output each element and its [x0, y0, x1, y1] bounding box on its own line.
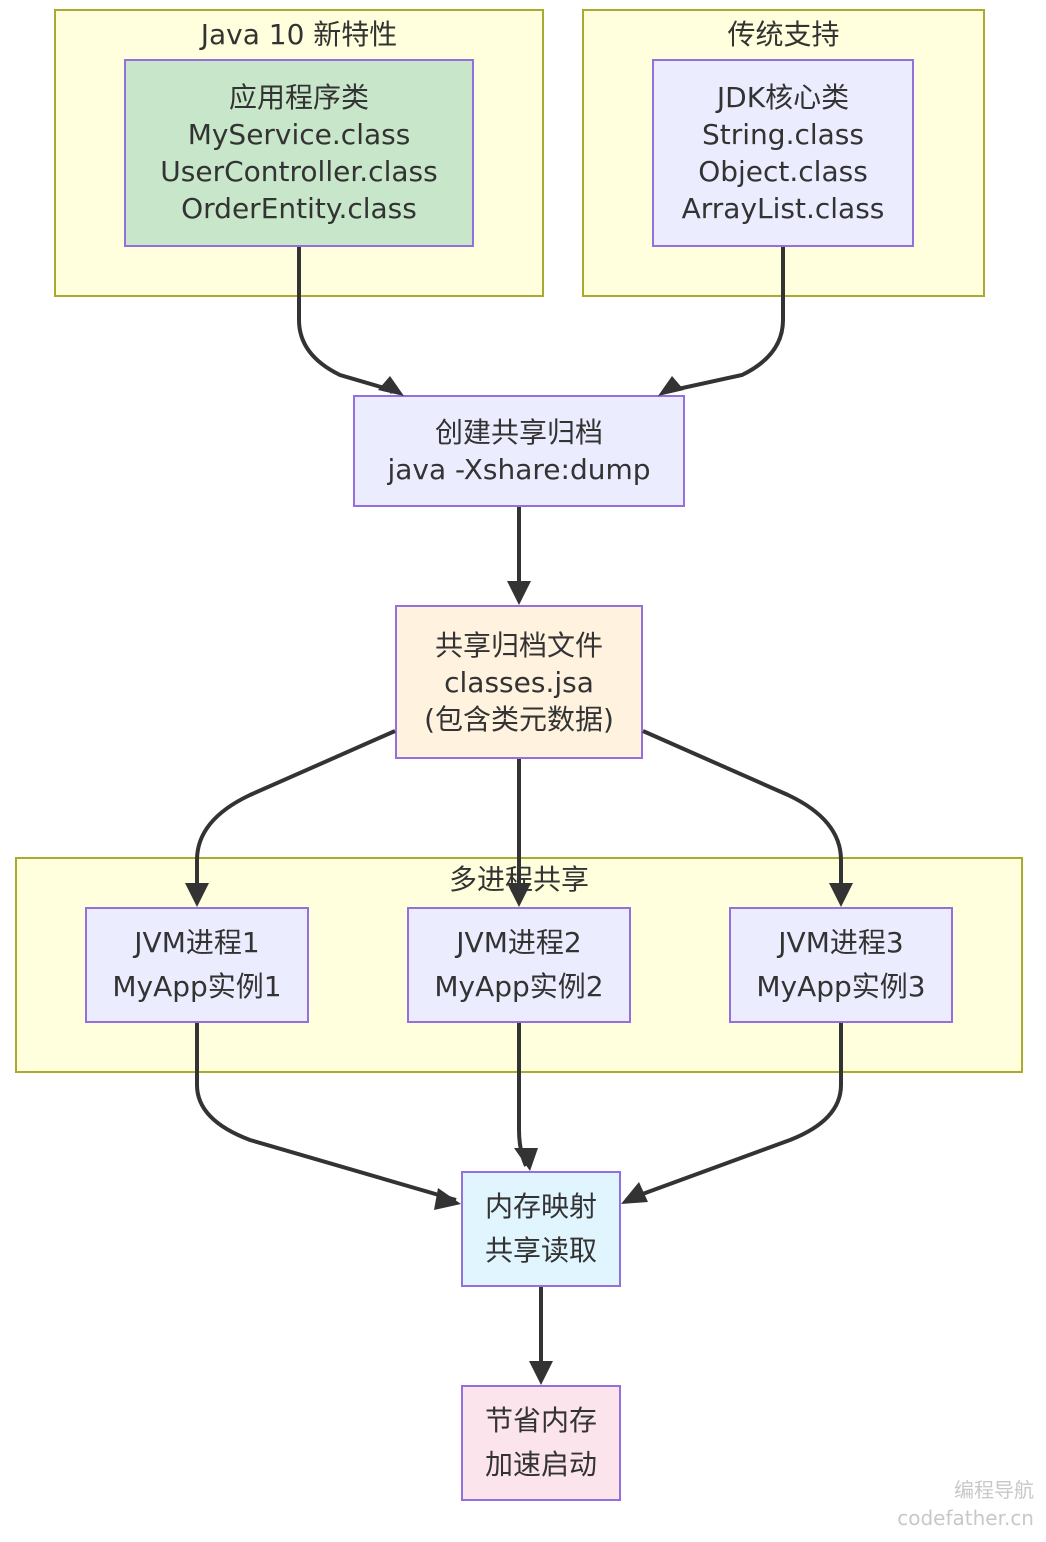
node-line: MyService.class	[187, 118, 411, 151]
arrowhead-icon	[434, 1188, 461, 1210]
node-line: 创建共享归档	[434, 416, 603, 449]
node-memory-mapping[interactable]: 内存映射 共享读取	[461, 1171, 621, 1287]
node-line: MyApp实例2	[434, 970, 604, 1003]
cluster-title-multiprocess: 多进程共享	[448, 863, 589, 896]
arrowhead-icon	[658, 376, 684, 396]
node-line: UserController.class	[160, 155, 438, 188]
node-line: JDK核心类	[716, 81, 850, 114]
node-jvm2[interactable]: JVM进程2 MyApp实例2	[407, 907, 631, 1023]
arrowhead-icon	[514, 1148, 538, 1171]
arrowhead-icon	[378, 376, 404, 396]
node-line: OrderEntity.class	[181, 192, 417, 225]
arrowhead-icon	[621, 1182, 648, 1204]
node-jvm1[interactable]: JVM进程1 MyApp实例1	[85, 907, 309, 1023]
node-line: 节省内存	[484, 1404, 597, 1437]
node-line: MyApp实例1	[112, 970, 282, 1003]
node-line: JVM进程3	[778, 926, 904, 959]
watermark-title: 编程导航	[954, 1478, 1034, 1502]
cluster-title-java10: Java 10 新特性	[200, 18, 398, 51]
watermark-url: codefather.cn	[897, 1506, 1034, 1530]
node-jdk-classes[interactable]: JDK核心类 String.class Object.class ArrayLi…	[652, 59, 914, 247]
node-create-archive[interactable]: 创建共享归档 java -Xshare:dump	[353, 395, 685, 507]
node-line: 共享归档文件	[434, 628, 603, 662]
node-result[interactable]: 节省内存 加速启动	[461, 1385, 621, 1501]
node-line: JVM进程2	[456, 926, 582, 959]
node-line: String.class	[702, 118, 864, 151]
node-app-classes[interactable]: 应用程序类 MyService.class UserController.cla…	[124, 59, 474, 247]
node-line: java -Xshare:dump	[387, 453, 651, 486]
node-line: Object.class	[698, 155, 868, 188]
node-line: (包含类元数据)	[424, 702, 614, 736]
node-line: MyApp实例3	[756, 970, 926, 1003]
node-line: 内存映射	[484, 1190, 597, 1223]
node-line: ArrayList.class	[681, 192, 885, 225]
node-line: 共享读取	[484, 1234, 597, 1267]
arrowhead-icon	[507, 581, 531, 605]
node-archive-file[interactable]: 共享归档文件 classes.jsa (包含类元数据)	[395, 605, 643, 759]
node-line: 应用程序类	[228, 81, 369, 114]
node-jvm3[interactable]: JVM进程3 MyApp实例3	[729, 907, 953, 1023]
node-line: 加速启动	[484, 1448, 597, 1481]
node-line: JVM进程1	[134, 926, 260, 959]
node-line: classes.jsa	[444, 665, 594, 699]
cluster-title-legacy: 传统支持	[727, 18, 840, 51]
arrowhead-icon	[529, 1361, 553, 1385]
